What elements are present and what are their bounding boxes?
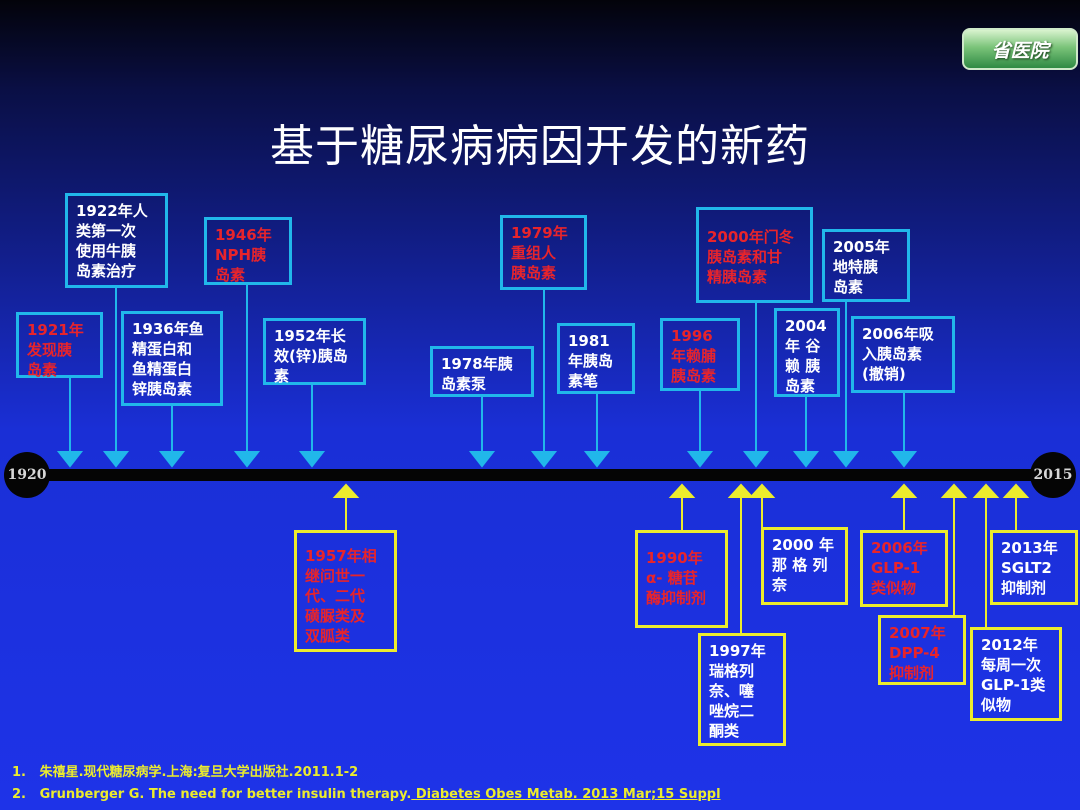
event-2000: 2000年门冬 胰岛素和甘 精胰岛素 (696, 207, 813, 303)
event-1978: 1978年胰 岛素泵 (430, 346, 534, 397)
event-2004-text: 2004 年 谷 赖 胰 岛素 (785, 317, 827, 395)
conn-2005-arrowhead (832, 451, 860, 468)
event-1922: 1922年人 类第一次 使用牛胰 岛素治疗 (65, 193, 168, 288)
event-1922-text: 1922年人 类第一次 使用牛胰 岛素治疗 (76, 202, 148, 280)
event-1990-text: 1990年 α- 糖苷 酶抑制剂 (646, 549, 707, 607)
conn-1952-arrowhead (298, 451, 326, 468)
conn-1946-arrowhead (233, 451, 261, 468)
conn-2000-arrowhead (742, 451, 770, 468)
conn-1957-arrowhead (332, 483, 360, 498)
conn-1979-arrowhead (530, 451, 558, 468)
event-1996-text: 1996 年赖脯 胰岛素 (671, 327, 717, 385)
event-2004: 2004 年 谷 赖 胰 岛素 (774, 308, 840, 397)
event-1997-text: 1997年 瑞格列 奈、噻 唑烷二 酮类 (709, 642, 766, 740)
conn-1922-arrowhead (102, 451, 130, 468)
conn-2006i-arrowhead (890, 451, 918, 468)
event-1946-text: 1946年 NPH胰 岛素 (215, 226, 272, 284)
conn-1997-arrowhead (727, 483, 755, 498)
event-1997: 1997年 瑞格列 奈、噻 唑烷二 酮类 (698, 633, 786, 746)
reference-2-num: 2. (12, 787, 26, 802)
event-1957: 1957年相 继问世一 代、二代 磺脲类及 双胍类 (294, 530, 397, 652)
event-1979-text: 1979年 重组人 胰岛素 (511, 224, 568, 282)
event-2000-text: 2000年门冬 胰岛素和甘 精胰岛素 (707, 228, 794, 286)
conn-1990-arrowhead (668, 483, 696, 498)
reference-1-num: 1. (12, 765, 26, 780)
event-2000-nateglinide: 2000 年 那 格 列 奈 (761, 527, 848, 605)
event-1981: 1981 年胰岛 素笔 (557, 323, 635, 394)
event-2005-text: 2005年 地特胰 岛素 (833, 238, 890, 296)
event-1979: 1979年 重组人 胰岛素 (500, 215, 587, 290)
event-1952-text: 1952年长 效(锌)胰岛 素 (274, 327, 348, 385)
reference-2: 2. Grunberger G. The need for better ins… (12, 784, 721, 806)
event-2006-inhaled-text: 2006年吸 入胰岛素 (撤销) (862, 325, 934, 383)
event-2013-text: 2013年 SGLT2 抑制剂 (1001, 539, 1058, 597)
event-1990: 1990年 α- 糖苷 酶抑制剂 (635, 530, 728, 628)
event-1996: 1996 年赖脯 胰岛素 (660, 318, 740, 391)
event-1921-text: 1921年 发现胰 岛素 (27, 321, 84, 379)
references: 1. 朱禧星.现代糖尿病学.上海:复旦大学出版社.2011.1-2 2. Gru… (12, 762, 721, 806)
conn-2013-arrowhead (1002, 483, 1030, 498)
conn-2007-arrowhead (940, 483, 968, 498)
event-2012: 2012年 每周一次 GLP-1类 似物 (970, 627, 1062, 721)
event-1981-text: 1981 年胰岛 素笔 (568, 332, 614, 390)
event-1946: 1946年 NPH胰 岛素 (204, 217, 292, 285)
conn-1996-arrowhead (686, 451, 714, 468)
event-1936-text: 1936年鱼 精蛋白和 鱼精蛋白 锌胰岛素 (132, 320, 204, 398)
conn-1936-arrowhead (158, 451, 186, 468)
timeline-start-label: 1920 (4, 452, 50, 498)
event-1952: 1952年长 效(锌)胰岛 素 (263, 318, 366, 385)
timeline-axis (30, 469, 1052, 481)
event-2000-nateglinide-text: 2000 年 那 格 列 奈 (772, 536, 834, 594)
event-2007: 2007年 DPP-4 抑制剂 (878, 615, 966, 685)
event-2013: 2013年 SGLT2 抑制剂 (990, 530, 1078, 605)
event-1936: 1936年鱼 精蛋白和 鱼精蛋白 锌胰岛素 (121, 311, 223, 406)
event-2006-glp1: 2006年 GLP-1 类似物 (860, 530, 948, 607)
event-1921: 1921年 发现胰 岛素 (16, 312, 103, 379)
reference-1: 1. 朱禧星.现代糖尿病学.上海:复旦大学出版社.2011.1-2 (12, 762, 721, 784)
event-2005: 2005年 地特胰 岛素 (822, 229, 910, 302)
event-2012-text: 2012年 每周一次 GLP-1类 似物 (981, 636, 1046, 714)
conn-1921-arrowhead (56, 451, 84, 468)
hospital-badge: 省医院 (962, 28, 1078, 70)
conn-2006g-arrowhead (890, 483, 918, 498)
reference-1-text: 朱禧星.现代糖尿病学.上海:复旦大学出版社.2011.1-2 (39, 765, 359, 780)
conn-2012-arrowhead (972, 483, 1000, 498)
page-title: 基于糖尿病病因开发的新药 (270, 121, 810, 172)
event-2006-inhaled: 2006年吸 入胰岛素 (撤销) (851, 316, 955, 393)
conn-2000b-arrowhead (748, 483, 776, 498)
conn-1978-arrowhead (468, 451, 496, 468)
timeline-end-label: 2015 (1030, 452, 1076, 498)
conn-2004-arrowhead (792, 451, 820, 468)
reference-2-text-b: Diabetes Obes Metab. 2013 Mar;15 Suppl (411, 787, 721, 802)
event-1957-text: 1957年相 继问世一 代、二代 磺脲类及 双胍类 (305, 547, 377, 645)
reference-2-text-a: Grunberger G. The need for better insuli… (39, 787, 412, 802)
event-2007-text: 2007年 DPP-4 抑制剂 (889, 624, 946, 682)
conn-1981-arrowhead (583, 451, 611, 468)
event-1978-text: 1978年胰 岛素泵 (441, 355, 513, 393)
event-2006-glp1-text: 2006年 GLP-1 类似物 (871, 539, 928, 597)
